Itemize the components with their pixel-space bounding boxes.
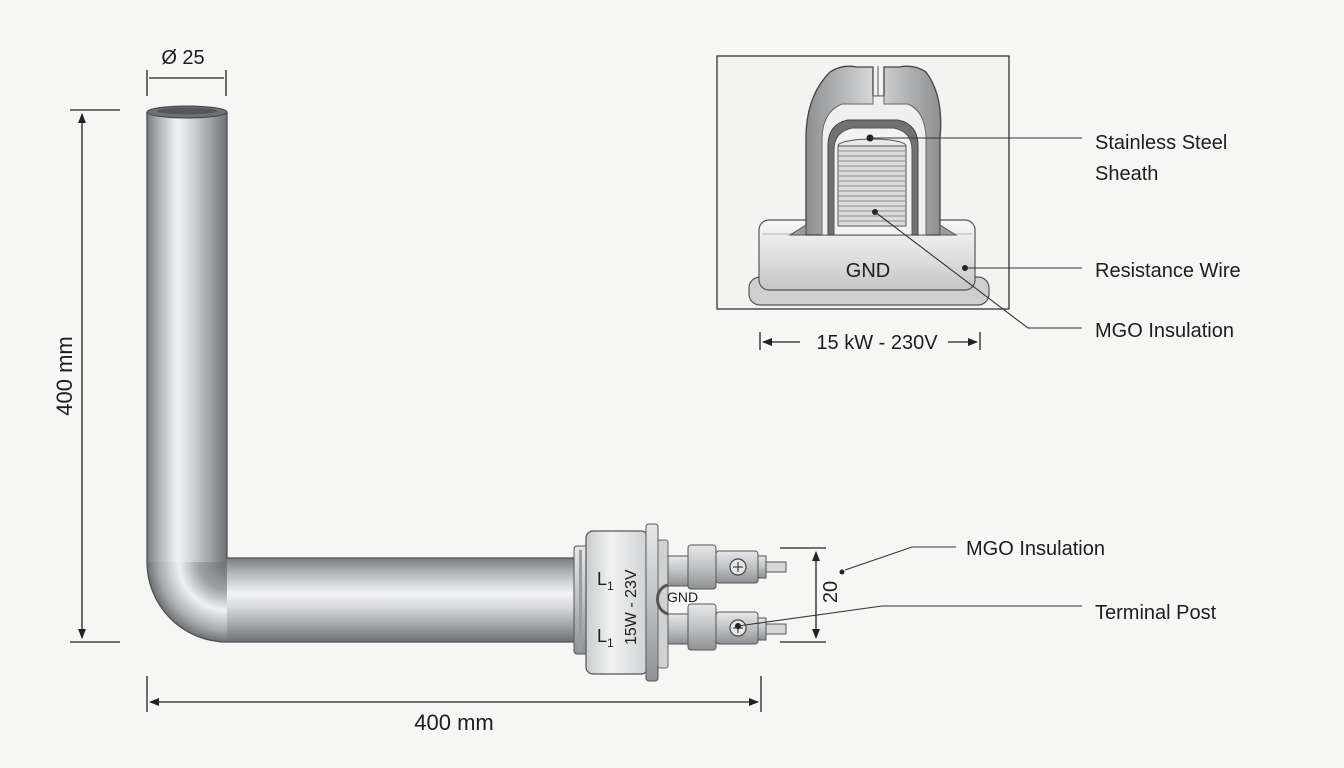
- diameter-label: Ø 25: [161, 47, 204, 69]
- lower-terminal: [667, 603, 787, 651]
- flange-ground-label: GND: [667, 589, 698, 605]
- terminal-spacing-dimension: 20: [780, 547, 842, 643]
- detail-inset: GND 15 kW - 230V: [716, 55, 1010, 354]
- callout-resistance-wire: Resistance Wire: [1095, 260, 1241, 282]
- flange-rating-label: 15W - 23V: [623, 569, 640, 645]
- flange-label-bottom: L1: [597, 626, 614, 650]
- length-dimension: 400 mm: [146, 676, 762, 735]
- diameter-dimension: Ø 25: [146, 47, 227, 96]
- callout-terminal-post: Terminal Post: [1095, 602, 1217, 624]
- upper-terminal: [667, 544, 787, 590]
- callouts: Stainless Steel Sheath Resistance Wire M…: [735, 132, 1241, 629]
- height-label: 400 mm: [52, 336, 77, 415]
- terminal-spacing-label: 20: [820, 581, 842, 603]
- resistance-coil: [837, 138, 907, 227]
- callout-mgo-insulation-main: MGO Insulation: [966, 538, 1105, 560]
- terminal-head: L1 L1 15W - 23V GND: [573, 523, 787, 682]
- callout-mgo-insulation-detail: MGO Insulation: [1095, 320, 1234, 342]
- flange-label-top: L1: [597, 569, 614, 593]
- detail-ground-label: GND: [846, 260, 890, 282]
- detail-rating-label: 15 kW - 230V: [816, 332, 938, 354]
- heating-tube: [146, 105, 579, 643]
- length-label: 400 mm: [414, 710, 493, 735]
- callout-sheath-line1: Stainless Steel: [1095, 132, 1227, 154]
- callout-sheath-line2: Sheath: [1095, 163, 1158, 185]
- height-dimension: 400 mm: [52, 109, 120, 643]
